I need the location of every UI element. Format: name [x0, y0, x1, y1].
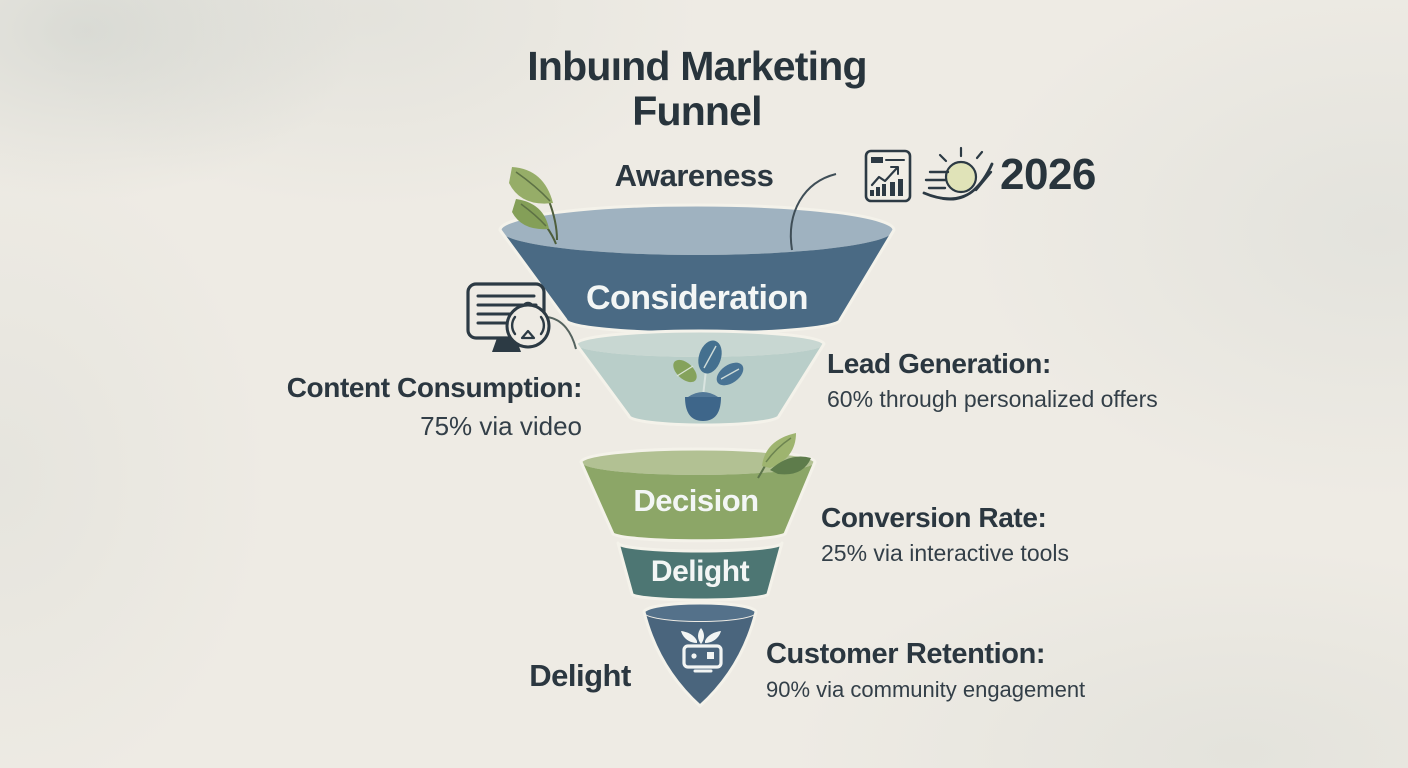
annotation-title: Content Consumption: [286, 372, 583, 403]
stage-label-awareness: Awareness [614, 158, 774, 193]
content-connector-line [546, 316, 577, 350]
annotation-customer-retention: Customer Retention: 90% via community en… [766, 638, 1085, 703]
funnel-stage-delight: Delight [616, 541, 784, 602]
stage-decision-rim [581, 449, 815, 475]
stage-label-delight-side: Delight [529, 658, 631, 693]
annotation-detail: 25% via interactive tools [821, 540, 1070, 566]
title-line-2: Funnel [632, 88, 762, 134]
funnel-stage-decision: Decision [579, 433, 817, 543]
potted-plant-icon [673, 340, 744, 421]
awareness-leaf-icon [509, 167, 558, 245]
annotation-title: Customer Retention: [766, 638, 1046, 670]
annotation-title: Lead Generation: [827, 348, 1051, 379]
decision-leaf-icon [757, 433, 811, 479]
stage-consideration-body [500, 230, 894, 333]
title-line-1: Inbuınd Marketing [527, 43, 867, 89]
stage-delight-label: Delight [651, 555, 750, 588]
stage-retention-rim [644, 603, 756, 621]
annotation-detail: 90% via community engagement [766, 677, 1086, 702]
annotation-title: Conversion Rate: [821, 502, 1047, 533]
stage-delight-body [618, 543, 782, 600]
stage-decision-body [581, 462, 815, 541]
stage-retention-body [644, 613, 756, 706]
stage-decision-label: Decision [633, 483, 758, 518]
page-title: Inbuınd Marketing Funnel [397, 44, 997, 134]
year-label: 2026 [1000, 150, 1096, 199]
stage-nurture-body [576, 344, 824, 425]
funnel-stage-consideration: Consideration [498, 203, 896, 335]
annotation-conversion-rate: Conversion Rate: 25% via interactive too… [821, 502, 1069, 567]
annotation-detail: 75% via video [420, 411, 582, 441]
robot-sprout-icon [681, 628, 723, 673]
awareness-connector-line [789, 173, 837, 251]
stage-nurture-outline [574, 329, 826, 427]
video-content-icon [466, 282, 551, 352]
stage-delight-outline [616, 541, 784, 602]
sunrise-icon [922, 146, 994, 201]
stage-nurture-rim [576, 331, 824, 357]
annotation-content-consumption: Content Consumption: 75% via video [260, 372, 583, 442]
stage-decision-outline [579, 447, 817, 543]
stage-consideration-rim [500, 205, 894, 255]
stage-retention-outline [642, 601, 758, 708]
report-chart-icon [864, 149, 912, 203]
stage-consideration-label: Consideration [586, 279, 808, 317]
funnel-stage-nurture [574, 329, 826, 427]
annotation-lead-generation: Lead Generation: 60% through personalize… [827, 348, 1158, 413]
annotation-detail: 60% through personalized offers [827, 386, 1158, 412]
funnel-stage-retention [642, 601, 758, 708]
